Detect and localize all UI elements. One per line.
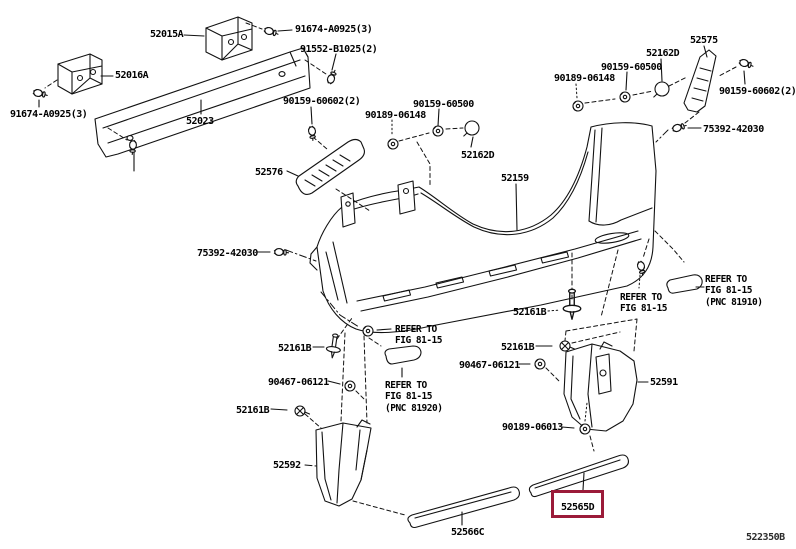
part-number-label[interactable]: 90159-60602(2)	[719, 86, 796, 97]
side-support-52576	[295, 138, 365, 195]
part-number-label[interactable]: 52161B	[501, 342, 535, 353]
clip-icon	[572, 100, 584, 112]
dashed-lines	[44, 22, 737, 516]
side-spoiler-52575	[683, 49, 717, 113]
retainer-ring-icon	[653, 81, 670, 98]
part-number-label[interactable]: 52161B	[278, 343, 312, 354]
part-number-label[interactable]: 52016A	[115, 70, 149, 81]
clip-icon	[534, 358, 546, 370]
bolt-icon	[32, 88, 49, 99]
part-number-label[interactable]: 75392-42030	[703, 124, 764, 135]
retainer-ring-icon	[463, 120, 480, 137]
clip-icon	[362, 325, 374, 337]
part-number-label[interactable]: 90159-60500	[413, 99, 474, 110]
highlighted-part-box[interactable]: 52565D	[551, 490, 605, 518]
part-number-label[interactable]: 90189-06148	[554, 73, 615, 84]
reinforcement-beam-52023	[94, 47, 311, 158]
part-number-label[interactable]: 52015A	[150, 29, 184, 40]
part-number-label[interactable]: 91674-A0925(3)	[10, 109, 88, 120]
reflector-rh	[666, 274, 703, 294]
part-number-label[interactable]: 52023	[186, 116, 214, 127]
part-number-label[interactable]: 90189-06013	[502, 422, 563, 433]
bolt-icon	[738, 57, 755, 70]
bolt-icon	[325, 68, 338, 86]
clip-icon	[344, 380, 356, 392]
clip-icon	[387, 138, 399, 150]
push-rivet-icon	[324, 332, 344, 360]
part-number-label[interactable]: 52576	[255, 167, 283, 178]
bracket-52016a	[57, 53, 103, 95]
leader-lines	[38, 29, 746, 526]
clip-icon	[619, 91, 631, 103]
bolt-icon	[263, 25, 280, 38]
part-number-label[interactable]: 52565D	[561, 502, 595, 513]
part-number-label[interactable]: 90189-06148	[365, 110, 426, 121]
moulding-52566c	[407, 486, 520, 529]
part-number-label[interactable]: 52592	[273, 460, 301, 471]
part-number-label[interactable]: 91552-B1025(2)	[300, 44, 378, 55]
refer-note: REFER TO FIG 81-15	[395, 324, 442, 347]
bolt-icon	[129, 139, 137, 156]
moulding-52565d	[528, 454, 629, 498]
part-number-label[interactable]: 52161B	[236, 405, 270, 416]
part-number-label[interactable]: 52159	[501, 173, 529, 184]
clip-icon	[432, 125, 444, 137]
bumper-cover-52159	[309, 122, 657, 334]
refer-note: REFER TO FIG 81-15 (PNC 81910)	[705, 274, 763, 308]
mudguard-52591	[563, 341, 638, 432]
part-number-label[interactable]: 52591	[650, 377, 678, 388]
part-number-label[interactable]: 90159-60500	[601, 62, 662, 73]
reflector-lh	[384, 345, 422, 365]
part-number-label[interactable]: 52162D	[646, 48, 680, 59]
part-number-label[interactable]: 91674-A0925(3)	[295, 24, 373, 35]
part-number-label[interactable]: 90467-06121	[459, 360, 520, 371]
mudguard-52592	[315, 419, 372, 507]
part-number-label[interactable]: 52575	[690, 35, 718, 46]
refer-note: REFER TO FIG 81-15	[620, 292, 667, 315]
bracket-52015a	[205, 16, 253, 61]
part-number-label[interactable]: 75392-42030	[197, 248, 258, 259]
refer-note: REFER TO FIG 81-15 (PNC 81920)	[385, 380, 443, 414]
part-number-label[interactable]: 52161B	[513, 307, 547, 318]
part-number-label[interactable]: 52566C	[451, 527, 485, 538]
clip-icon	[579, 423, 591, 435]
figure-code: 522350B	[746, 532, 785, 543]
part-number-label[interactable]: 90159-60602(2)	[283, 96, 361, 107]
screw-icon	[294, 405, 311, 417]
part-number-label[interactable]: 52162D	[461, 150, 495, 161]
part-number-label[interactable]: 90467-06121	[268, 377, 329, 388]
